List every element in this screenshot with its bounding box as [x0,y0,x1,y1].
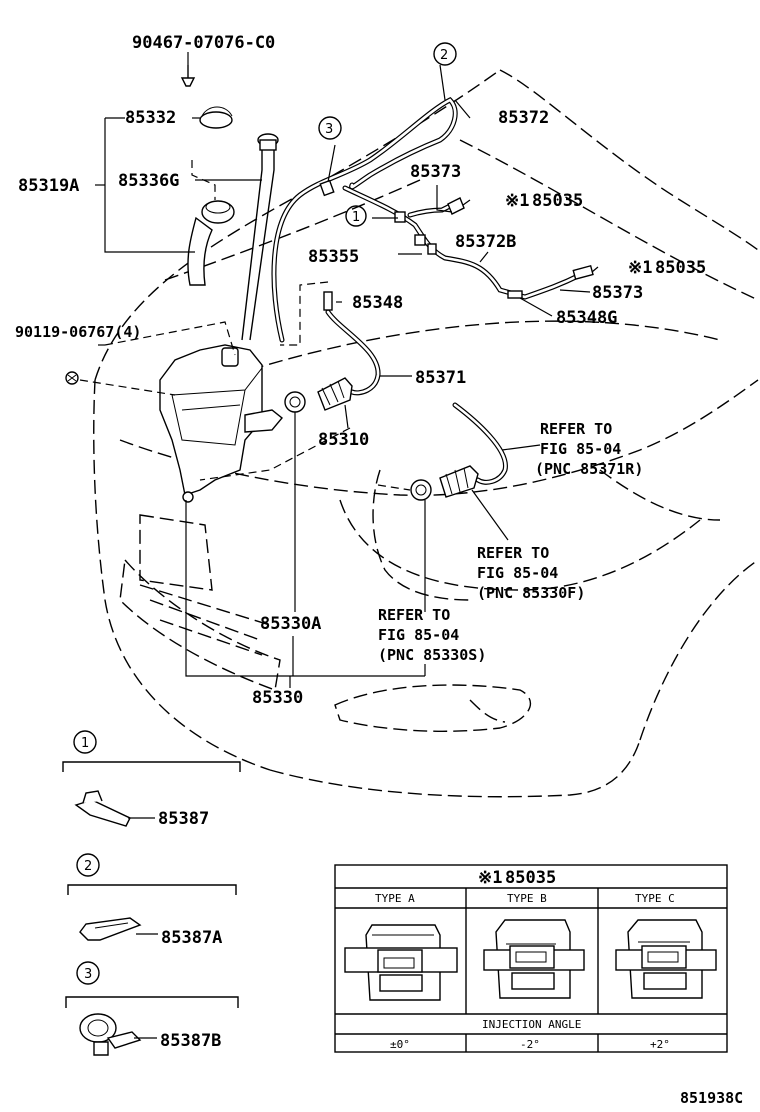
callout-circles-main: 2 3 1 [318,42,457,227]
angle-type-a: ±0° [390,1038,410,1051]
nozzle-type-a-image [344,924,458,1001]
svg-text:2: 2 [84,859,92,874]
nozzle-type-b-image [483,919,585,999]
svg-text:FIG 85-04: FIG 85-04 [378,626,459,644]
svg-text:2: 2 [440,48,448,63]
svg-text:1: 1 [81,736,89,751]
vehicle-body-outline [93,69,759,798]
label-85387B: 85387B [160,1031,221,1051]
svg-text:REFER TO: REFER TO [477,544,549,562]
note-mark-b: ※1 [628,258,652,278]
svg-text:3: 3 [84,967,92,982]
svg-text:(PNC 85330F): (PNC 85330F) [477,584,585,602]
label-85336G: 85336G [118,171,179,191]
label-85348: 85348 [352,293,403,313]
refer-note-85371R: REFER TO FIG 85-04 (PNC 85371R) [535,420,643,478]
svg-text:(PNC 85371R): (PNC 85371R) [535,460,643,478]
label-85330: 85330 [252,688,303,708]
washer-hoses [271,96,583,485]
injection-angle-label: INJECTION ANGLE [482,1018,581,1031]
label-90467: 90467-07076-C0 [132,33,275,53]
nozzle-type-table: ※1 85035 TYPE A TYPE B TYPE C [334,864,728,1053]
hose-fittings [284,179,594,501]
svg-text:FIG 85-04: FIG 85-04 [477,564,558,582]
figure-id: 851938C [680,1089,743,1107]
label-85372B: 85372B [455,232,516,252]
clip-detail-1: 1 85387 [62,730,241,829]
label-85387A: 85387A [161,928,222,948]
svg-text:REFER TO: REFER TO [540,420,612,438]
label-85373-top: 85373 [410,162,461,182]
clip-90467 [180,65,196,87]
svg-text:FIG 85-04: FIG 85-04 [540,440,621,458]
label-85319A: 85319A [18,176,79,196]
label-85371: 85371 [415,368,466,388]
clip-detail-2: 2 85387A [67,853,237,948]
svg-text:(PNC 85330S): (PNC 85330S) [378,646,486,664]
header-type-c: TYPE C [635,892,675,905]
header-type-b: TYPE B [507,892,547,905]
angle-type-b: -2° [520,1038,540,1051]
screw-90119 [65,371,79,385]
label-85387: 85387 [158,809,209,829]
table-title: 85035 [505,868,556,888]
label-85330A: 85330A [260,614,321,634]
label-85348G: 85348G [556,308,617,328]
header-type-a: TYPE A [375,892,415,905]
svg-text:1: 1 [352,210,360,225]
label-85332: 85332 [125,108,176,128]
part-labels: 90467-07076-C0 85332 85319A 85336G 90119… [15,33,706,708]
angle-type-c: +2° [650,1038,670,1051]
label-85355: 85355 [308,247,359,267]
table-note-mark: ※1 [478,868,502,888]
washer-reservoir [159,106,283,503]
refer-note-85330F: REFER TO FIG 85-04 (PNC 85330F) [477,544,585,602]
label-85373-b: 85373 [592,283,643,303]
label-85372: 85372 [498,108,549,128]
label-85035-b: 85035 [655,258,706,278]
nozzle-type-c-image [615,919,717,999]
leader-lines [79,52,599,688]
label-85310: 85310 [318,430,369,450]
label-85035-a: 85035 [532,191,583,211]
refer-note-85330S: REFER TO FIG 85-04 (PNC 85330S) [378,606,486,664]
svg-text:3: 3 [325,122,333,137]
note-mark-a: ※1 [505,191,529,211]
svg-text:REFER TO: REFER TO [378,606,450,624]
label-90119: 90119-06767(4) [15,323,141,341]
clip-detail-3: 3 85387B [65,961,239,1056]
